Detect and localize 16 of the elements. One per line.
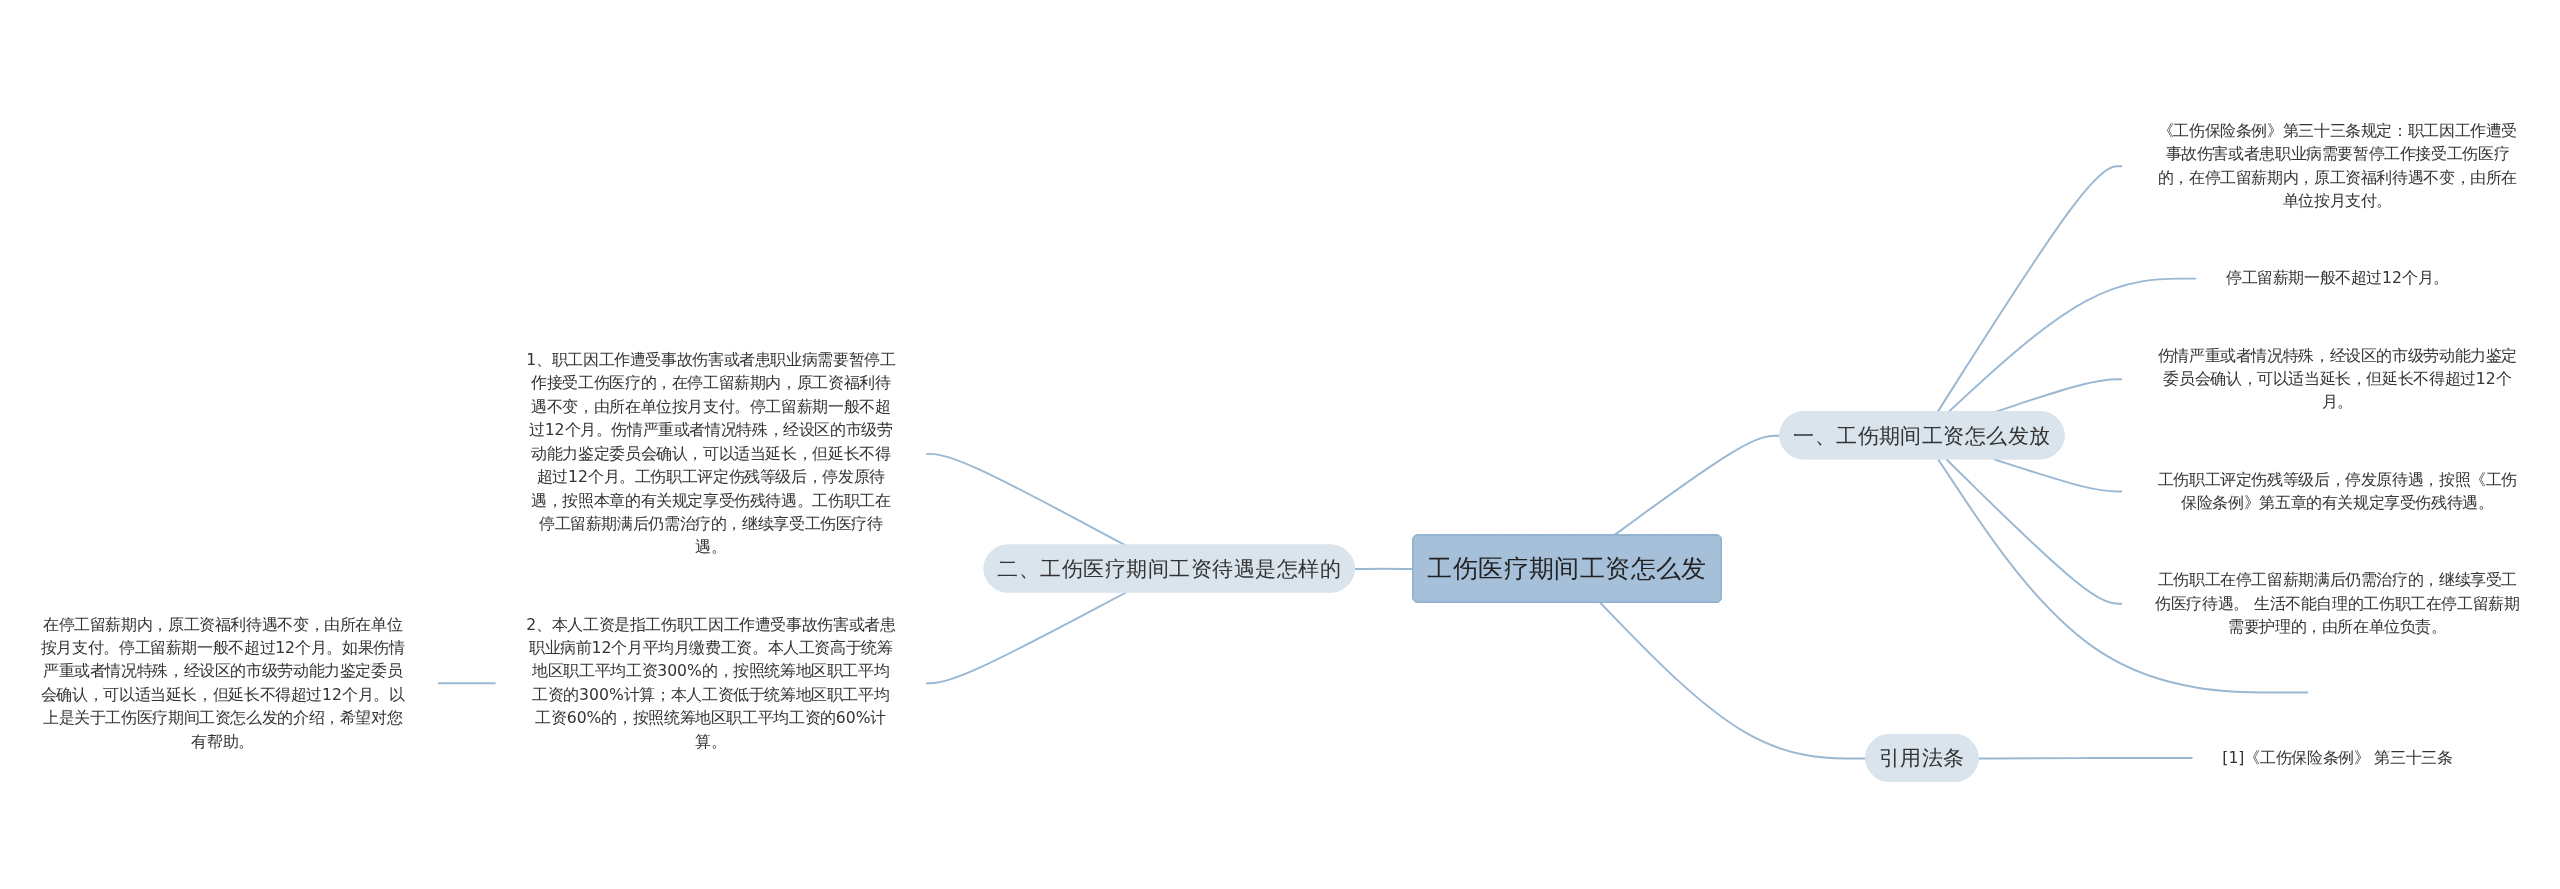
node-text: 1、职工因工作遭受事故伤害或者患职业病需要暂停工作接受工伤医疗的，在停工留薪期内，原工资福利待遇不变，由所在单位按月支付。停工留薪期一般不超过12个月。伤情严重或者情况特殊，经设区的市级劳动能力鉴定委员会确认，可以适当延长，但延长不得超过12个月。工伤职工评定伤残等级后，停发原待遇，按照本章的有关规定享受伤残待遇。工伤职工在停工留薪期满后仍需治疗的，继续享受工伤医疗待遇。 — [526, 350, 896, 557]
connector — [1992, 458, 2124, 493]
connector — [1977, 756, 2194, 760]
node-text: 停工留薪期一般不超过12个月。 — [2225, 268, 2449, 288]
node-text: 在停工留薪期内，原工资福利待遇不变，由所在单位按月支付。停工留薪期一般不超过12个月。如果伤情严重或者情况特殊，经设区的市级劳动能力鉴定委员会确认，可以适当延长，但延长不得超过12个月。以上是关于工伤医疗期间工资怎么发的介绍，希望对您有帮助。 — [40, 614, 405, 751]
node-text: 伤情严重或者情况特殊，经设区的市级劳动能力鉴定委员会确认，可以适当延长，但延长不得超过12个月。 — [2157, 345, 2518, 412]
node-text: 《工伤保险条例》第三十三条规定：职工因工作遭受事故伤害或者患职业病需要暂停工作接受工伤医疗的，在停工留薪期内，原工资福利待遇不变，由所在单位按月支付。 — [2157, 121, 2518, 211]
node-text: 2、本人工资是指工伤职工因工作遭受事故伤害或者患职业病前12个月平均月缴费工资。本人工资高于统筹地区职工平均工资300%的，按照统筹地区职工平均工资的300%计算；本人工资低于统筹地区职工平均工资60%的，按照统筹地区职工平均工资的60%计算。 — [526, 614, 896, 751]
connector — [436, 682, 497, 685]
node-text: 工伤职工在停工留薪期满后仍需治疗的，继续享受工伤医疗待遇。 生活不能自理的工伤职工在停工留薪期需要护理的，由所在单位负责。 — [2155, 570, 2520, 636]
connector — [1945, 458, 2124, 605]
node-text: [1]《工伤保险条例》 第三十三条 — [2222, 748, 2453, 767]
connector — [924, 452, 1127, 547]
connector — [924, 591, 1127, 685]
connector — [1937, 458, 2310, 694]
node-text: 工伤职工评定伤残等级后，停发原待遇，按照《工伤保险条例》第五章的有关规定享受伤残待遇。 — [2157, 469, 2518, 512]
